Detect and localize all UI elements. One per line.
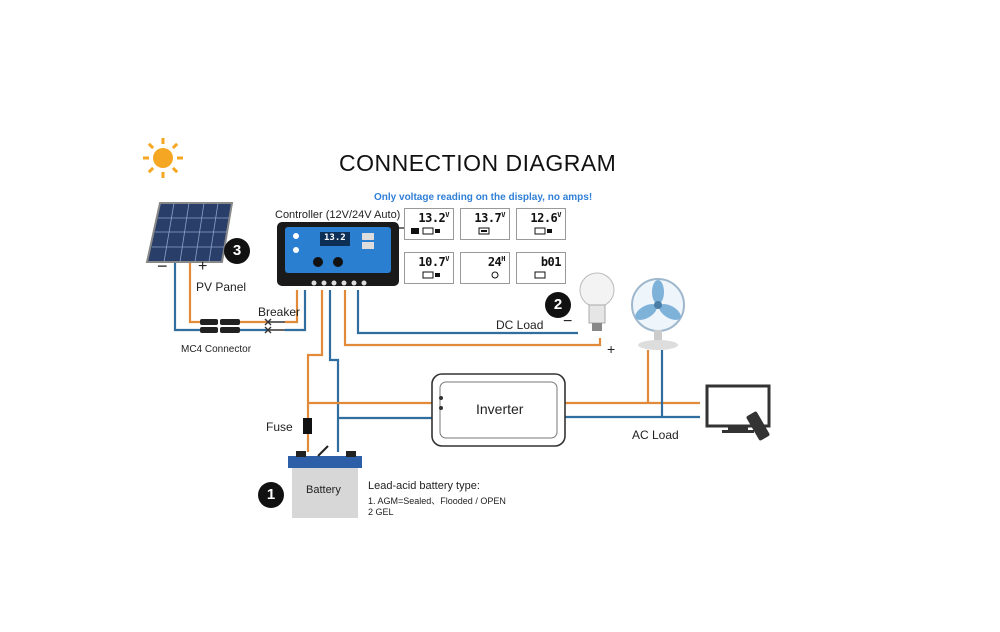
lcd-value: 13.2 bbox=[418, 211, 446, 225]
lcd-display: 24H bbox=[460, 252, 510, 284]
inverter-label: Inverter bbox=[476, 401, 524, 417]
diagram-subtitle: Only voltage reading on the display, no … bbox=[374, 192, 593, 203]
pv-panel-label: PV Panel bbox=[196, 280, 247, 294]
battery-status-icon bbox=[422, 271, 440, 279]
controller-label: Controller (12V/24V Auto) bbox=[275, 209, 401, 221]
fuse-icon bbox=[303, 418, 312, 434]
pv-panel-icon bbox=[145, 202, 234, 263]
lcd-unit: V bbox=[445, 255, 449, 263]
battery-type-line-2: 2 GEL bbox=[368, 507, 394, 517]
dc-load-minus-sign: − bbox=[563, 313, 573, 330]
lcd-value: 12.6 bbox=[530, 211, 558, 225]
battery-label: Battery bbox=[306, 484, 341, 496]
lcd-unit: V bbox=[557, 211, 561, 219]
lcd-unit: H bbox=[501, 255, 505, 263]
solar-charge-controller bbox=[277, 222, 399, 286]
panel-minus-sign: − bbox=[157, 256, 168, 276]
battery-status-icon bbox=[534, 271, 546, 279]
lcd-unit: V bbox=[445, 211, 449, 219]
light-bulb-icon bbox=[579, 272, 615, 331]
lcd-display: b01 bbox=[516, 252, 566, 284]
battery-type-line-1: 1. AGM=Sealed、Flooded / OPEN bbox=[368, 496, 506, 506]
dc-load-positive-wire bbox=[343, 290, 602, 347]
breaker-negative-wire bbox=[285, 290, 307, 332]
mc4-connector-label: MC4 Connector bbox=[181, 344, 252, 355]
lcd-display: 12.6V bbox=[516, 208, 566, 240]
battery-positive-wire bbox=[306, 290, 324, 418]
panel-plus-sign: + bbox=[198, 258, 208, 275]
diagram-title: CONNECTION DIAGRAM bbox=[339, 150, 617, 176]
battery-negative-wire bbox=[328, 290, 340, 452]
step-one-badge: 1 bbox=[258, 482, 284, 508]
lcd-unit: V bbox=[501, 211, 505, 219]
breaker-positive-wire bbox=[285, 290, 299, 324]
tv-icon bbox=[705, 384, 771, 441]
pv-negative-wire bbox=[173, 262, 200, 332]
lcd-value: b01 bbox=[540, 255, 562, 269]
fuse-label: Fuse bbox=[266, 420, 293, 434]
breaker-icon bbox=[264, 318, 285, 334]
dc-load-negative-wire bbox=[356, 290, 578, 335]
battery-type-heading: Lead-acid battery type: bbox=[368, 480, 480, 492]
breaker-label: Breaker bbox=[258, 305, 301, 319]
battery-icon bbox=[288, 445, 362, 518]
lcd-value: 24 bbox=[487, 255, 502, 269]
lcd-display: 13.7V bbox=[460, 208, 510, 240]
fan-icon bbox=[631, 278, 685, 350]
battery-status-icon bbox=[534, 227, 552, 235]
lcd-display: 10.7V bbox=[404, 252, 454, 284]
lcd-value: 13.7 bbox=[474, 211, 502, 225]
dc-load-plus-sign: + bbox=[607, 341, 616, 357]
lcd-value: 10.7 bbox=[418, 255, 446, 269]
ac-load-label: AC Load bbox=[632, 428, 679, 442]
battery-status-icon bbox=[478, 227, 490, 235]
inverter-icon bbox=[431, 373, 566, 447]
step-three-badge: 3 bbox=[224, 238, 250, 264]
controller-screen-value: 13.2 bbox=[324, 233, 346, 243]
step-two-badge: 2 bbox=[545, 292, 571, 318]
battery-status-icon bbox=[411, 227, 440, 235]
sun-icon bbox=[143, 138, 183, 178]
lcd-display: 13.2V bbox=[404, 208, 454, 240]
dc-load-label: DC Load bbox=[496, 318, 544, 332]
mc4-connector-icon bbox=[200, 319, 240, 333]
load-status-icon bbox=[491, 271, 499, 279]
pv-positive-wire bbox=[188, 262, 200, 324]
